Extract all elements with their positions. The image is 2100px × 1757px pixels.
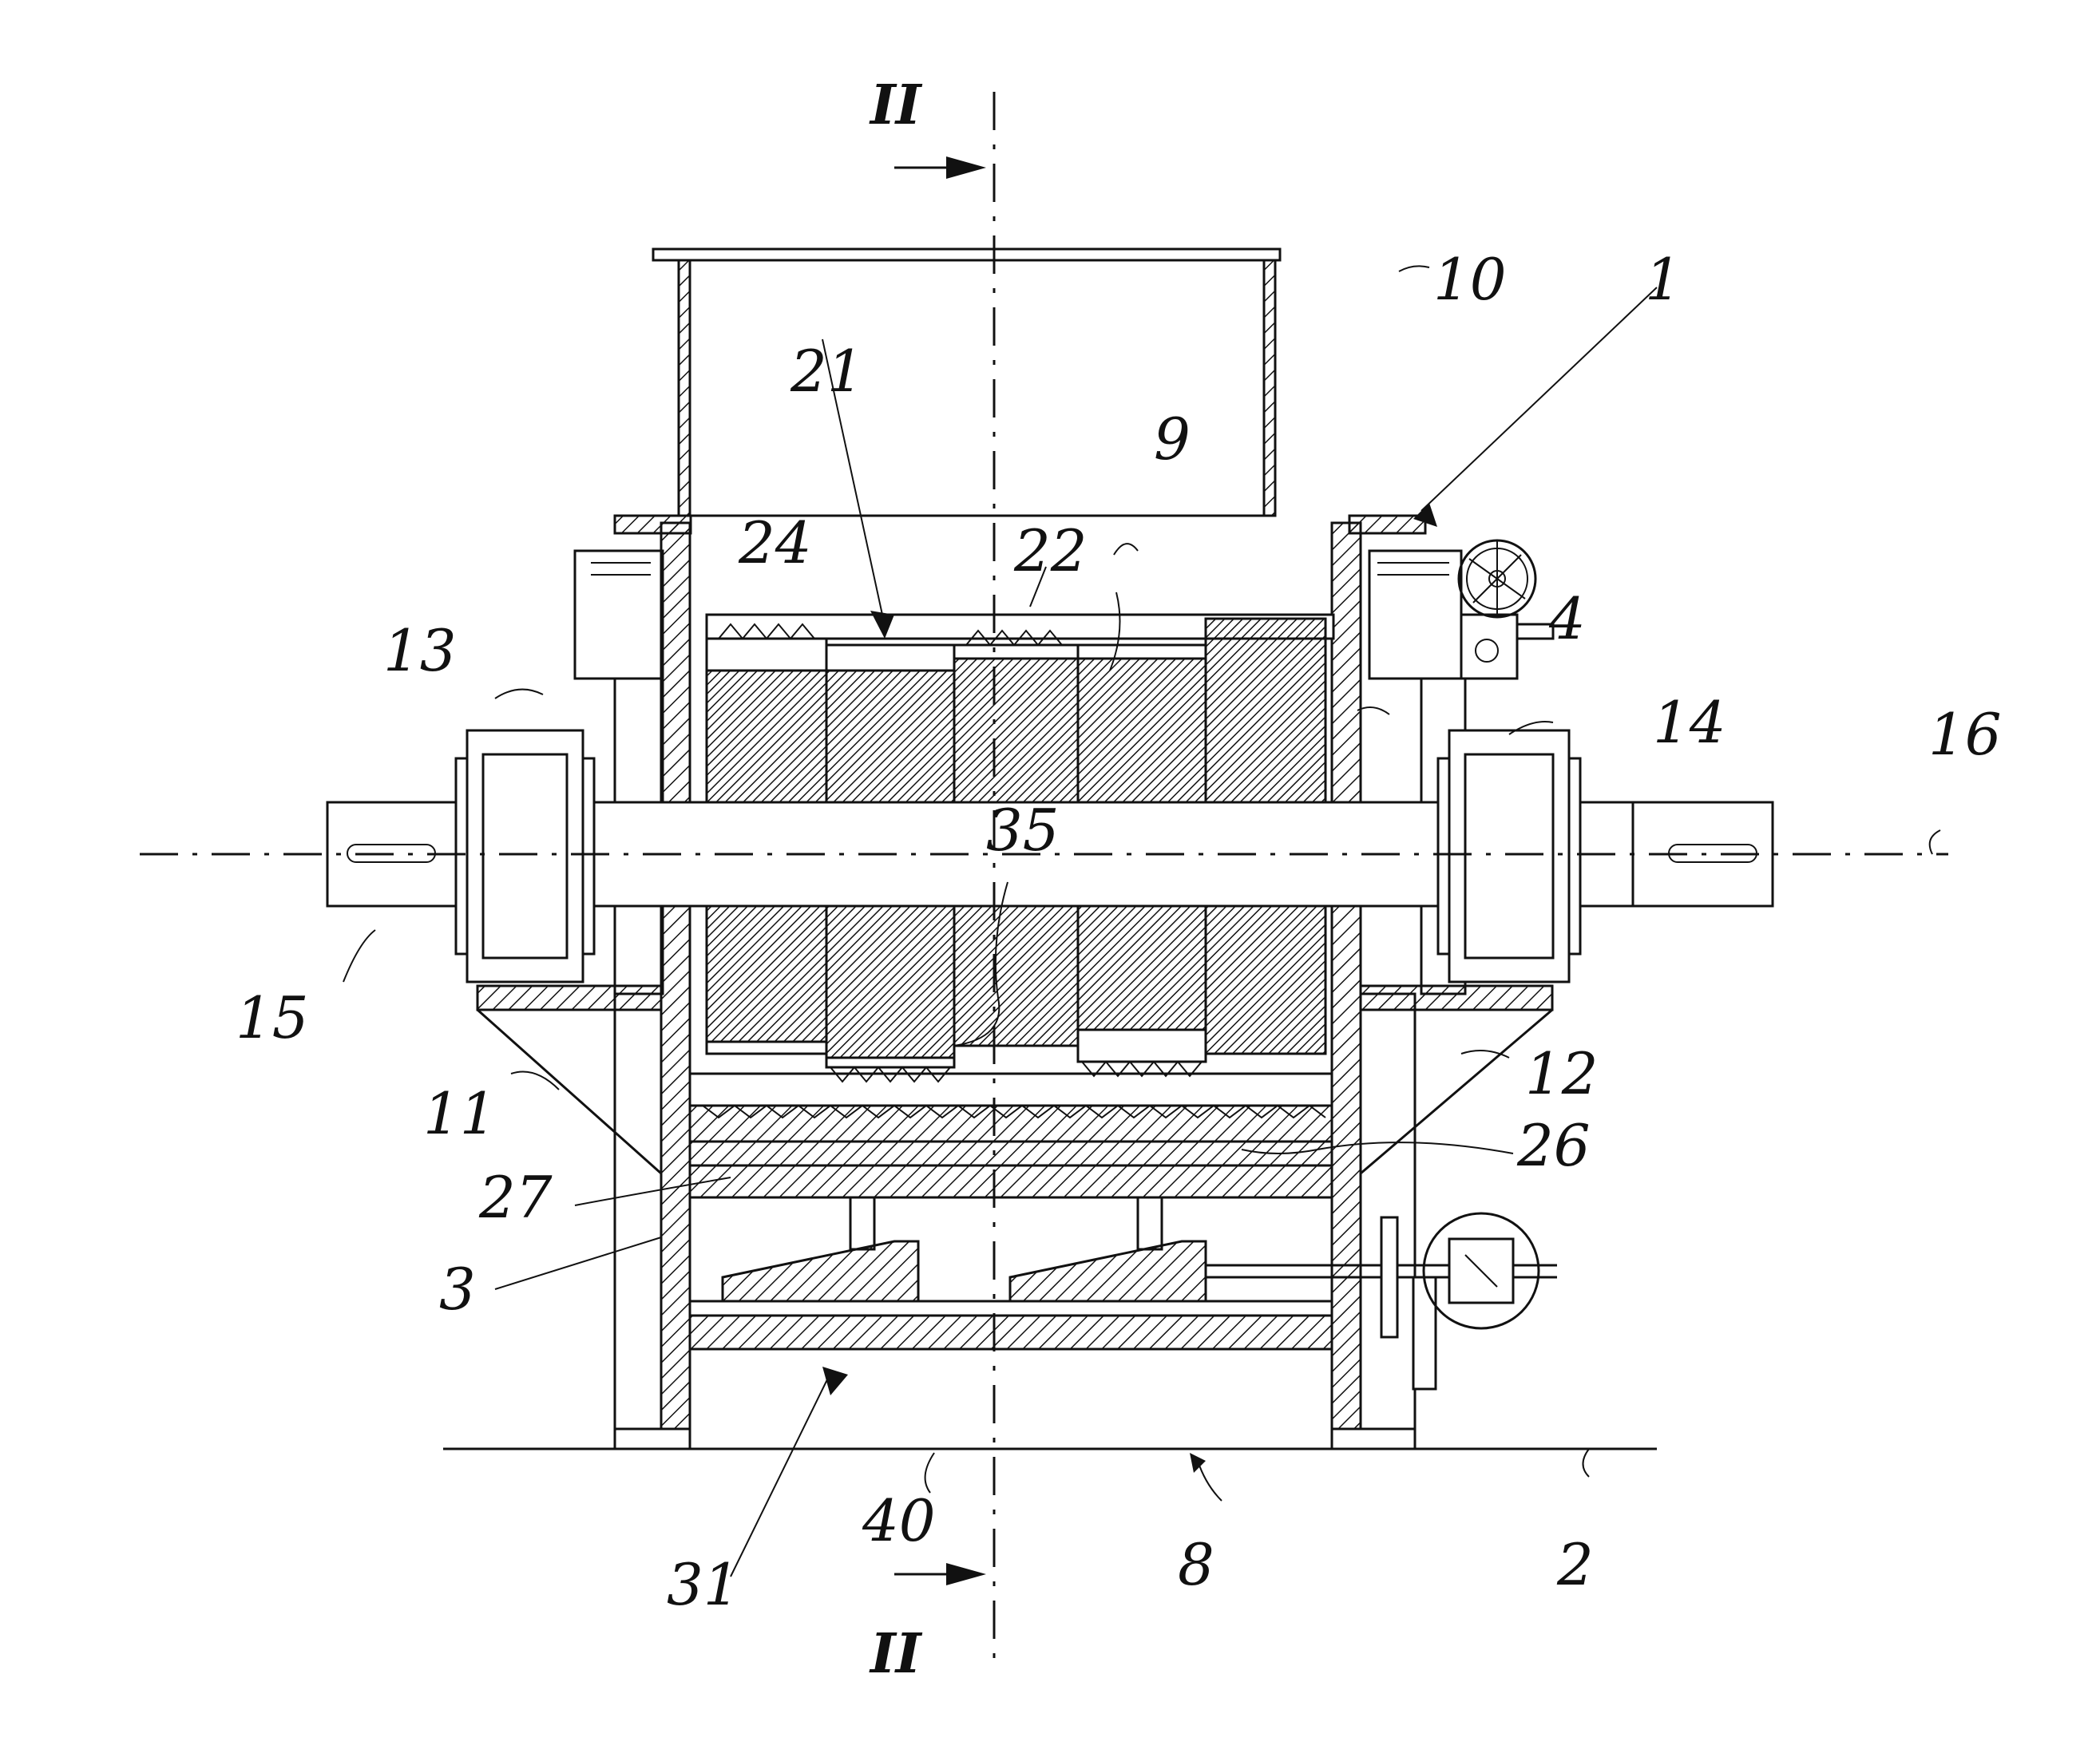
handwheel-icon <box>1459 540 1535 617</box>
ref-numeral-10: 10 <box>1433 246 1507 313</box>
ref-numeral-40: 40 <box>862 1487 936 1554</box>
ref-numeral-15: 15 <box>236 984 309 1051</box>
feed-chute <box>653 249 1280 516</box>
bearing-right <box>1438 730 1580 982</box>
section-arrow-bottom <box>894 1563 986 1585</box>
ref-numeral-1: 1 <box>1645 246 1682 313</box>
ref-numeral-11: 11 <box>423 1080 497 1147</box>
section-label-top: II <box>869 73 923 137</box>
ref-numeral-22: 22 <box>1013 517 1088 584</box>
frame-post-left <box>615 994 661 1429</box>
housing-wall-right <box>1332 523 1361 1449</box>
ref-numeral-8: 8 <box>1178 1531 1214 1598</box>
frame-post-left-outer <box>615 1429 690 1449</box>
ref-numeral-9: 9 <box>1154 406 1191 473</box>
frame-post-right-outer <box>1332 1429 1415 1449</box>
ref-numeral-12: 12 <box>1525 1040 1599 1107</box>
ref-numeral-14: 14 <box>1653 689 1726 756</box>
ref-numeral-26: 26 <box>1516 1112 1591 1179</box>
ref-numeral-27: 27 <box>478 1164 553 1231</box>
ref-numeral-2: 2 <box>1556 1531 1594 1598</box>
ref-numeral-24: 24 <box>738 509 812 576</box>
section-arrow-top <box>894 156 986 179</box>
bearing-left <box>456 730 594 982</box>
section-label-bottom: II <box>869 1622 923 1686</box>
ref-numeral-4: 4 <box>1548 585 1586 652</box>
ref-numeral-3: 3 <box>439 1256 476 1323</box>
ref-numeral-21: 21 <box>790 338 864 405</box>
ref-numeral-16: 16 <box>1928 701 2002 768</box>
ref-numeral-13: 13 <box>383 617 457 684</box>
crushing-plate <box>690 1106 1332 1197</box>
rotor-discs-upper <box>707 615 1333 802</box>
rotor-discs-lower <box>690 906 1332 1082</box>
ref-numeral-31: 31 <box>667 1551 740 1618</box>
housing-wall-left <box>661 523 690 1449</box>
frame-post-right <box>1361 994 1415 1429</box>
ref-numeral-35: 35 <box>986 797 1060 864</box>
